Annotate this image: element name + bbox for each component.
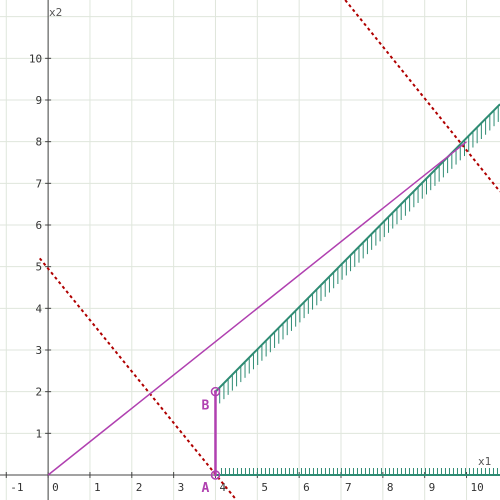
constraint [215,468,500,476]
x-tick-label: 6 [303,481,310,494]
y-tick-label: 5 [35,261,42,274]
x-tick-label: 1 [94,481,101,494]
objective-line [344,0,500,193]
objective-line [38,257,238,500]
point-marker [210,470,221,480]
y-tick-label: 7 [35,177,42,190]
y-tick-label: 3 [35,344,42,357]
x-tick-label: 8 [387,481,394,494]
y-tick-label: 10 [29,52,42,65]
y-axis-label: x2 [49,6,62,19]
constraint-line [214,103,500,393]
y-tick-label: 9 [35,94,42,107]
x-tick-label: 7 [345,481,352,494]
x-tick-label: 0 [52,481,59,494]
y-tick-labels: 1 2 3 4 5 6 7 8 9 10 [29,52,43,440]
x-axis-label: x1 [478,455,491,468]
constraints [214,103,500,476]
x-tick-labels: -1 0 1 2 3 4 5 6 7 8 9 10 [10,481,484,494]
x-tick-label: 9 [429,481,436,494]
point-marker [210,386,221,397]
y-tick-label: 1 [35,427,42,440]
y-tick-label: 2 [35,386,42,399]
segment-line [47,141,467,476]
x-tick-label: 10 [471,481,484,494]
point-label: A [201,481,209,496]
y-tick-label: 6 [35,219,42,232]
segments [47,141,467,476]
point-label: B [201,399,209,414]
x-tick-label: 4 [219,481,226,494]
point-center [213,473,217,477]
x-tick-label: -1 [10,481,23,494]
x-tick-label: 3 [178,481,185,494]
x-tick-label: 5 [261,481,268,494]
x-tick-label: 2 [136,481,143,494]
y-tick-label: 8 [35,136,42,149]
objective-lines [38,0,500,500]
y-tick-label: 4 [35,302,42,315]
points: AB [201,386,221,496]
point-center [213,390,217,394]
